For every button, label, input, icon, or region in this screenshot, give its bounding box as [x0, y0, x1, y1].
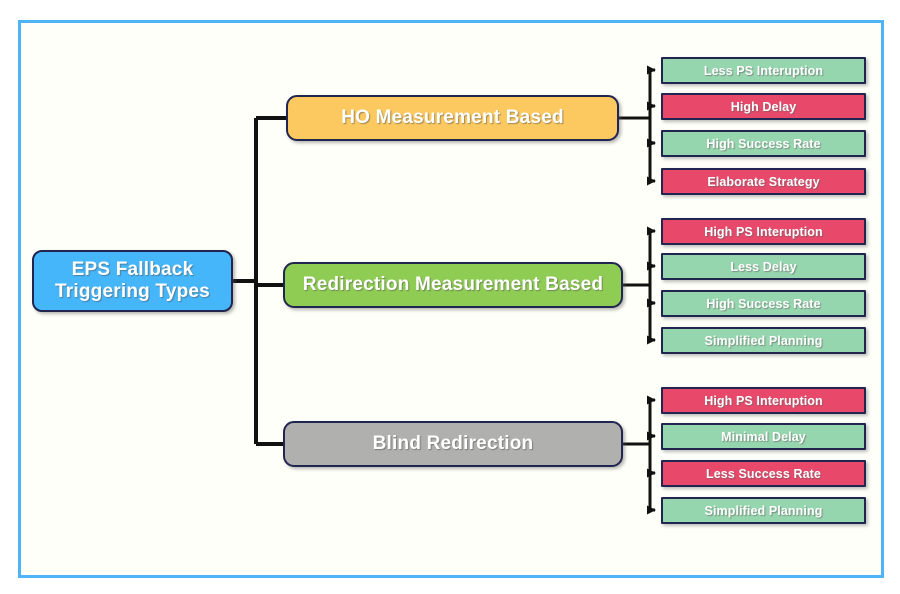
branch-node-label: HO Measurement Based: [341, 106, 564, 128]
leaf-node-label: Simplified Planning: [704, 333, 823, 348]
leaf-node[interactable]: Less Delay: [661, 253, 866, 280]
leaf-node-label: Elaborate Strategy: [707, 174, 820, 189]
leaf-node-label: High PS Interuption: [704, 393, 823, 408]
leaf-node[interactable]: Elaborate Strategy: [661, 168, 866, 195]
root-node[interactable]: EPS Fallback Triggering Types: [32, 250, 233, 312]
leaf-node[interactable]: Minimal Delay: [661, 423, 866, 450]
branch-node-label: Blind Redirection: [372, 432, 534, 454]
branch-node-ho-measurement-based[interactable]: HO Measurement Based: [286, 95, 619, 141]
leaf-node-label: Less PS Interuption: [703, 63, 824, 78]
leaf-node[interactable]: High PS Interuption: [661, 387, 866, 414]
leaf-node-label: Simplified Planning: [704, 503, 823, 518]
branch-node-redirection-measurement-based[interactable]: Redirection Measurement Based: [283, 262, 623, 308]
leaf-node[interactable]: Less PS Interuption: [661, 57, 866, 84]
leaf-node-label: High Delay: [730, 99, 797, 114]
leaf-node[interactable]: High Delay: [661, 93, 866, 120]
root-node-label-line1: EPS Fallback: [71, 258, 194, 280]
root-node-label-line2: Triggering Types: [55, 281, 210, 302]
root-node-label: EPS Fallback Triggering Types: [55, 259, 210, 304]
leaf-node-label: High PS Interuption: [704, 224, 823, 239]
leaf-node[interactable]: High Success Rate: [661, 130, 866, 157]
leaf-node-label: Less Success Rate: [706, 466, 821, 481]
leaf-node[interactable]: High Success Rate: [661, 290, 866, 317]
branch-node-blind-redirection[interactable]: Blind Redirection: [283, 421, 623, 467]
leaf-node-label: Less Delay: [730, 259, 797, 274]
leaf-node-label: Minimal Delay: [721, 429, 806, 444]
leaf-node[interactable]: Simplified Planning: [661, 327, 866, 354]
leaf-node[interactable]: Simplified Planning: [661, 497, 866, 524]
leaf-node[interactable]: High PS Interuption: [661, 218, 866, 245]
leaf-node-label: High Success Rate: [706, 136, 821, 151]
branch-node-label: Redirection Measurement Based: [302, 273, 604, 295]
leaf-node[interactable]: Less Success Rate: [661, 460, 866, 487]
leaf-node-label: High Success Rate: [706, 296, 821, 311]
